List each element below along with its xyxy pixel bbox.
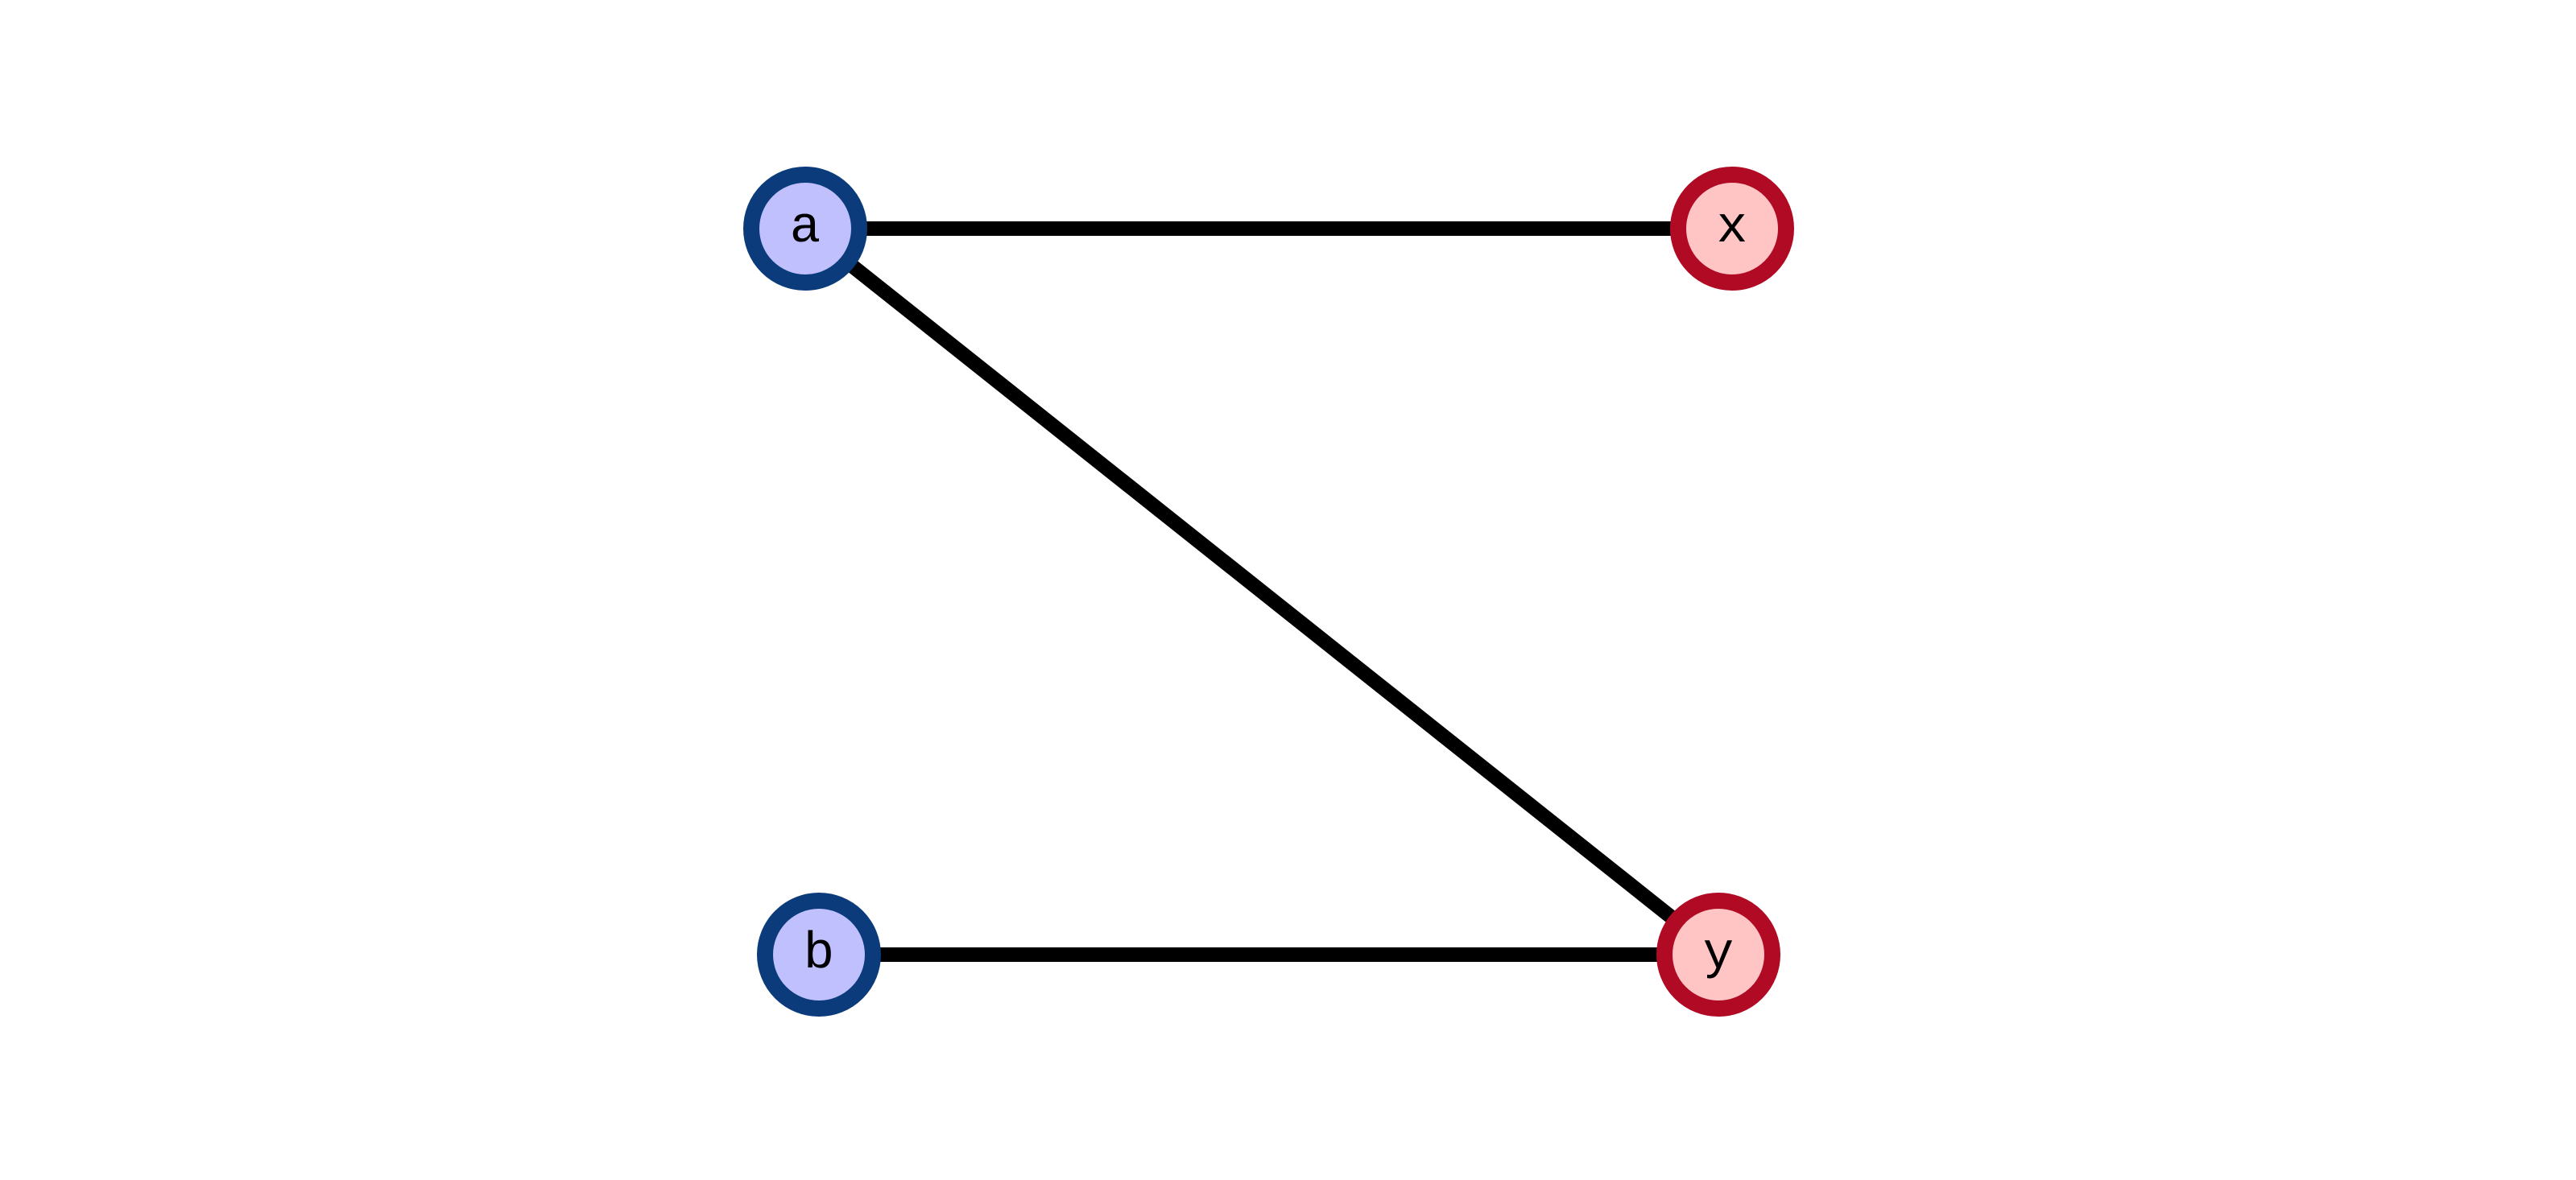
node-a-label: a (790, 200, 821, 258)
edge-a-y (800, 222, 1723, 961)
node-x: x (1670, 167, 1794, 291)
node-y-label: y (1703, 926, 1734, 984)
node-a: a (743, 167, 867, 291)
node-x-circle (1670, 167, 1794, 291)
node-b: b (757, 893, 881, 1017)
node-y: y (1656, 893, 1780, 1017)
node-y-circle (1656, 893, 1780, 1017)
edges-layer (800, 221, 1732, 962)
node-a-circle (743, 167, 867, 291)
node-b-circle (757, 893, 881, 1017)
node-b-label: b (804, 926, 834, 984)
nodes-layer: a b x y (743, 167, 1794, 1017)
node-x-label: x (1717, 200, 1747, 258)
